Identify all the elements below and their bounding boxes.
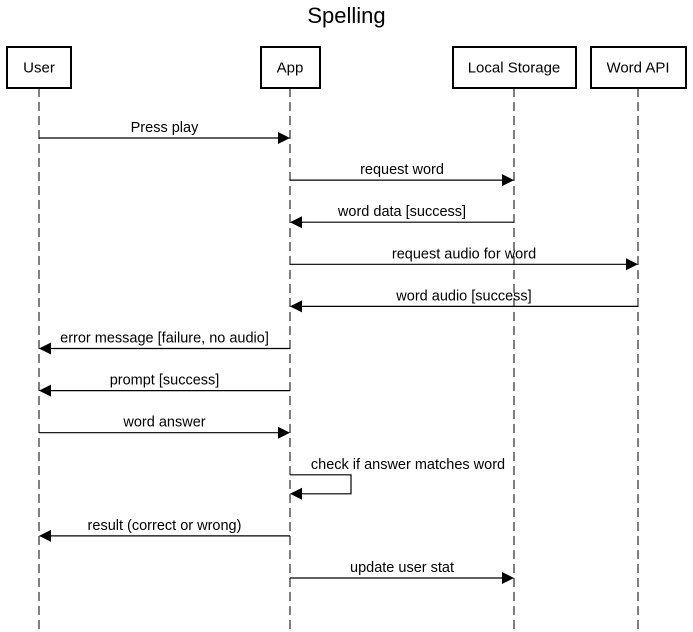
arrowhead — [626, 258, 638, 271]
message: word answer — [39, 415, 290, 439]
participant-api: Word API — [590, 46, 687, 89]
participant-storage: Local Storage — [452, 46, 577, 89]
message: request audio for word — [290, 246, 638, 271]
message-label: request audio for word — [392, 246, 536, 262]
message: update user stat — [290, 560, 514, 584]
message-label: word answer — [122, 415, 205, 431]
message: word audio [success] — [290, 288, 638, 313]
arrowhead — [290, 487, 302, 500]
participant-label: Word API — [606, 60, 669, 77]
participant-label: User — [23, 60, 55, 77]
participant-label: App — [277, 60, 304, 77]
message-label: Press play — [131, 120, 199, 136]
participant-box — [6, 46, 72, 89]
message: Press play — [39, 120, 290, 144]
participant-label: Local Storage — [468, 60, 561, 77]
participant-user: User — [6, 46, 72, 89]
diagram-title: Spelling — [307, 3, 385, 28]
message: prompt [success] — [39, 373, 290, 397]
message-label: update user stat — [350, 560, 454, 576]
message-label: result (correct or wrong) — [88, 518, 242, 534]
arrowhead — [39, 529, 51, 542]
arrowhead — [278, 132, 290, 144]
message: result (correct or wrong) — [39, 518, 290, 542]
arrowhead — [39, 342, 51, 355]
participant-box — [452, 46, 577, 89]
arrowhead — [502, 572, 514, 584]
arrowhead — [39, 384, 51, 397]
message: word data [success] — [290, 204, 514, 229]
message: request word — [290, 162, 514, 187]
self-message-line — [290, 474, 352, 495]
arrowhead — [278, 426, 290, 439]
message-label: check if answer matches word — [311, 457, 505, 473]
arrowhead — [290, 216, 302, 229]
message-label: request word — [360, 162, 444, 178]
participant-box — [590, 46, 687, 89]
message-label: word audio [success] — [395, 288, 531, 304]
participants: User App Local Storage Word API — [6, 46, 687, 89]
messages: Press play request word word data [success… — [39, 120, 638, 584]
lifelines — [38, 88, 639, 632]
arrowhead — [502, 174, 514, 187]
arrowhead — [290, 300, 302, 313]
message: error message [failure, no audio] — [39, 331, 290, 355]
participant-app: App — [260, 46, 321, 89]
message-label: word data [success] — [337, 204, 466, 220]
message: check if answer matches word — [290, 457, 505, 500]
message-label: error message [failure, no audio] — [60, 331, 269, 347]
message-label: prompt [success] — [110, 373, 220, 389]
participant-box — [260, 46, 321, 89]
